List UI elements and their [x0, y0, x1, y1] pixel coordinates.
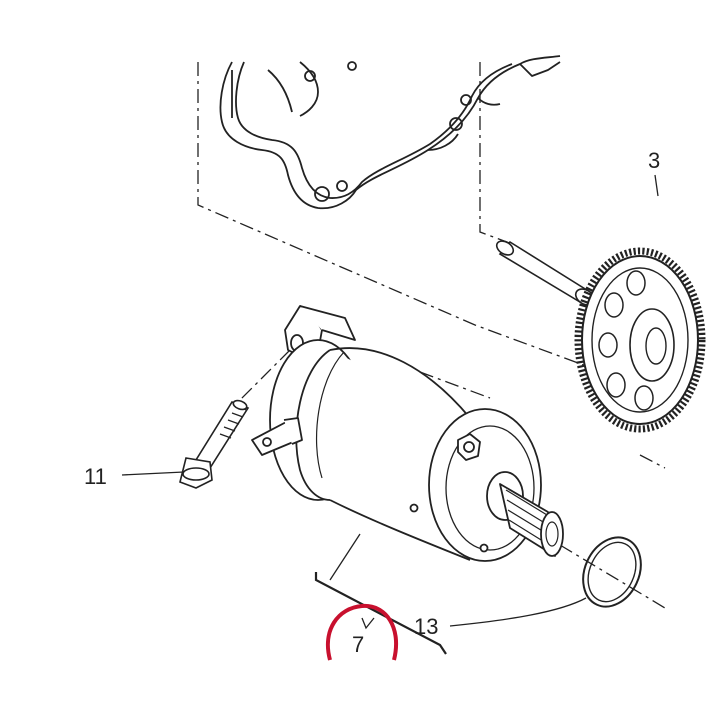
o-ring: [582, 536, 642, 608]
assembly-bracket: [314, 572, 447, 655]
dowel-pin: [495, 240, 596, 306]
starter-gear: [574, 247, 706, 433]
crankcase-cover: [219, 55, 561, 210]
callout-13: 13: [414, 614, 438, 639]
starter-motor: [251, 305, 564, 562]
highlight-circle: [325, 603, 399, 661]
callout-3: 3: [648, 148, 660, 173]
callout-11: 11: [84, 464, 107, 489]
highlight-circle-notch: [361, 617, 375, 630]
mounting-bolt: [179, 399, 250, 489]
leader-lines: [121, 174, 659, 627]
callout-7: 7: [352, 632, 364, 657]
